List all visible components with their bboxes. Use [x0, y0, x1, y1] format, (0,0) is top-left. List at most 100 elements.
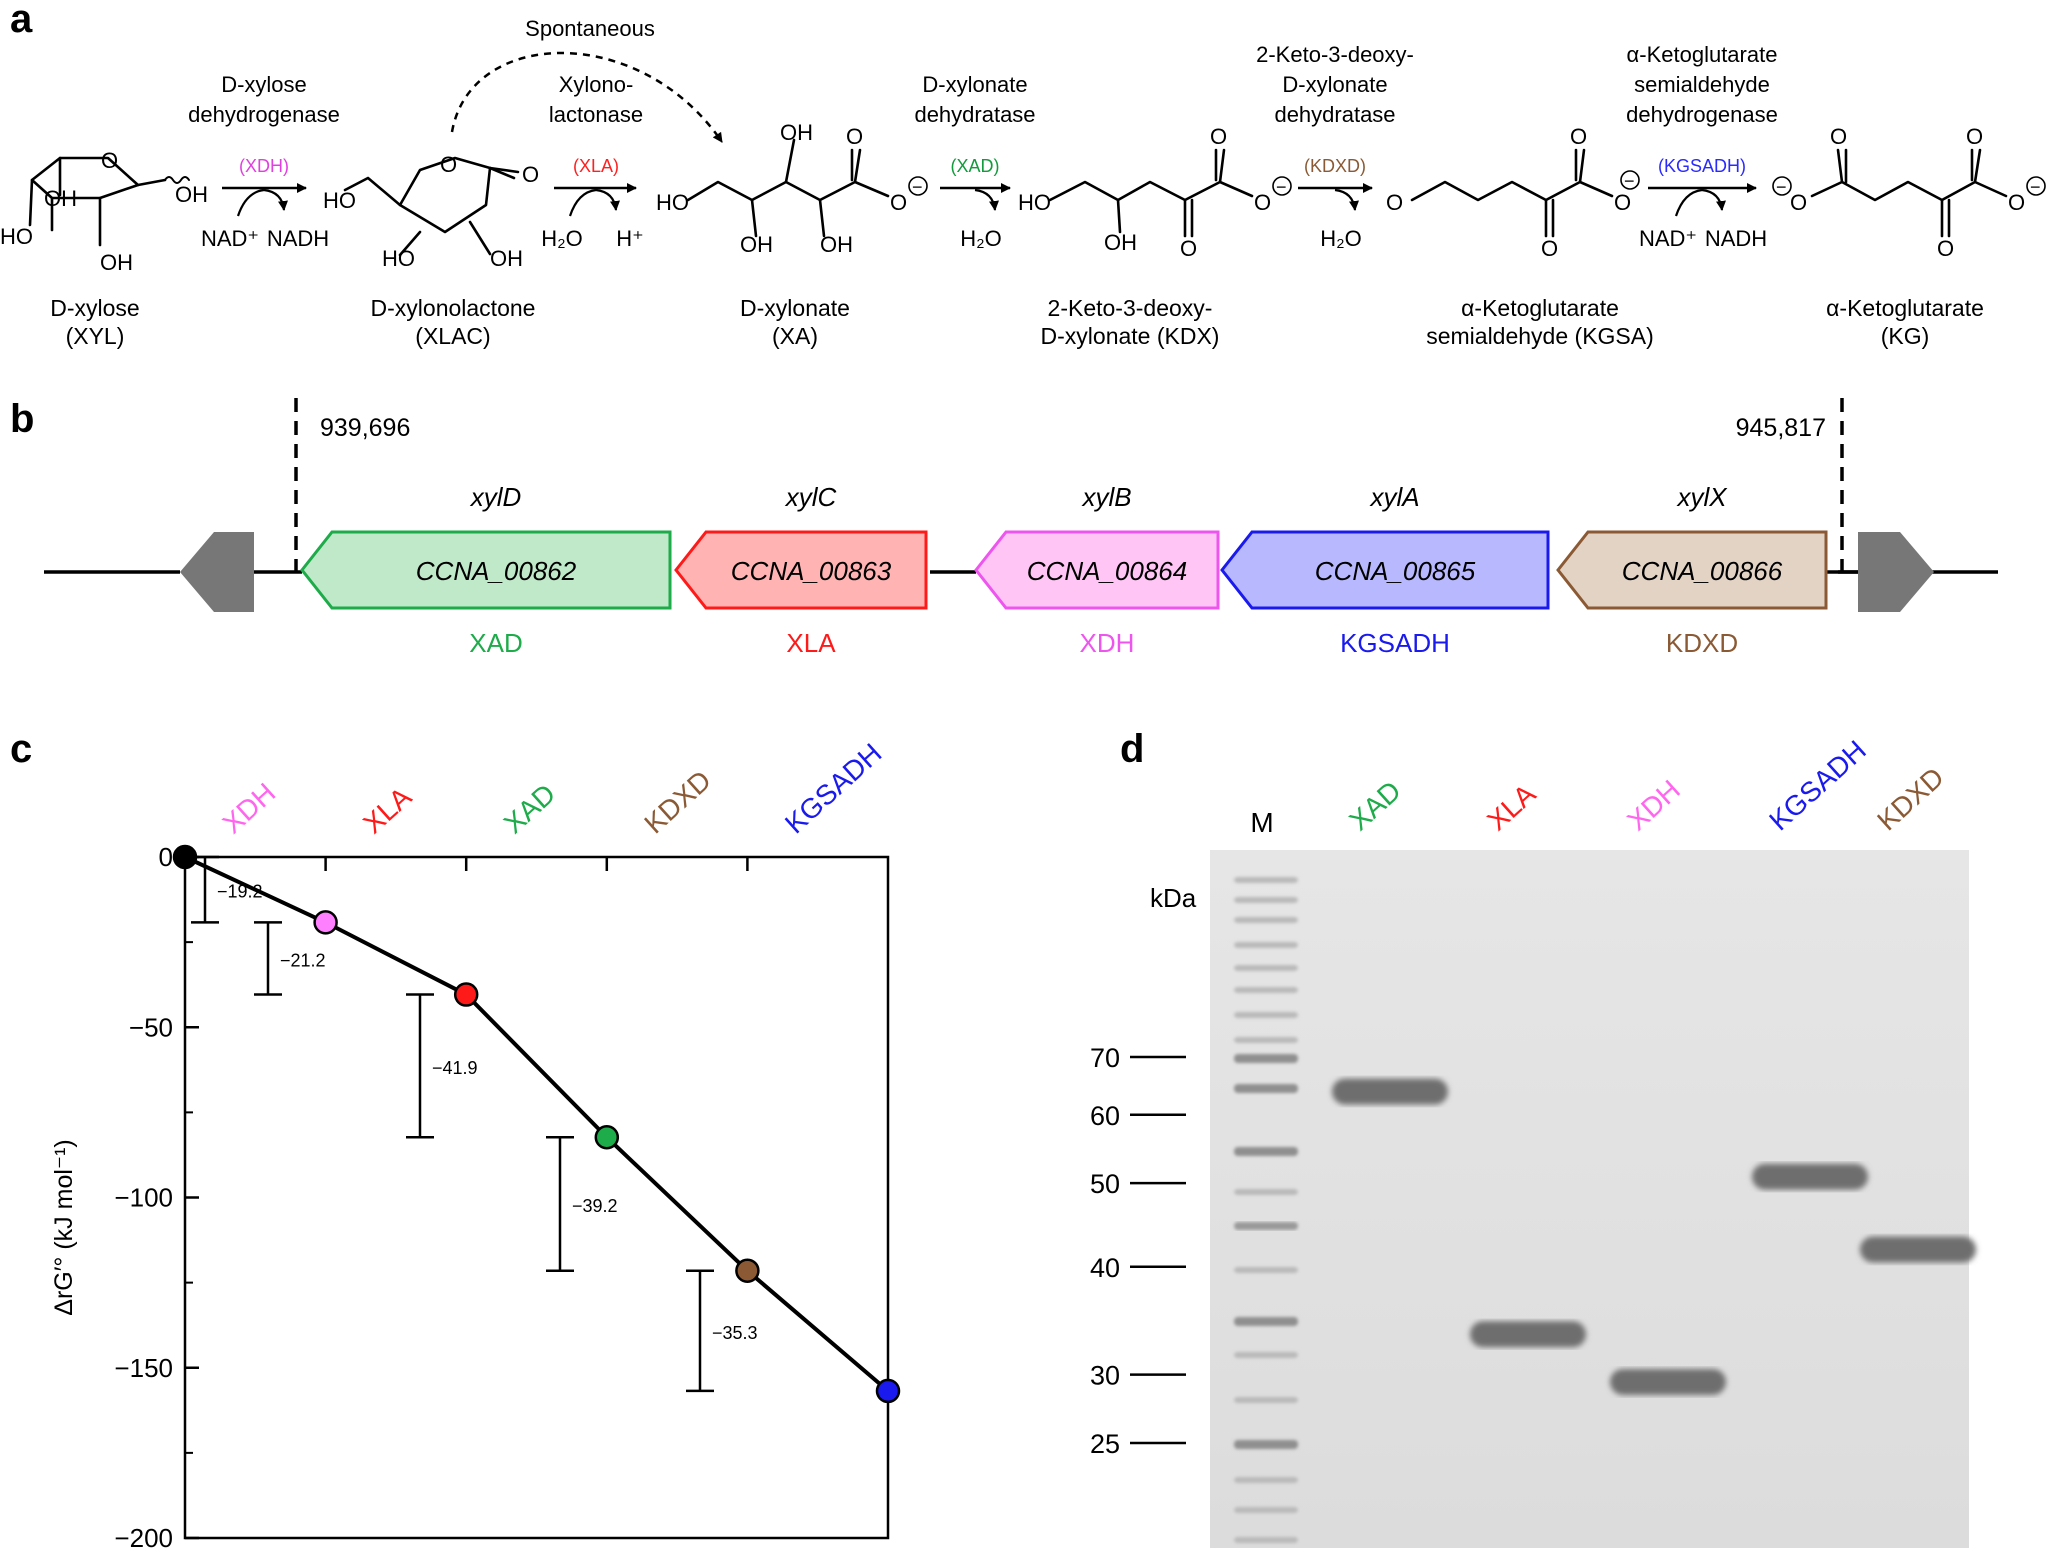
ladder-label: 50	[1090, 1169, 1120, 1199]
protein-band	[1470, 1321, 1586, 1348]
compound-abbr: (XLAC)	[415, 323, 490, 349]
compound-abbr: (XYL)	[66, 323, 125, 349]
gene-arrows: xylDCCNA_00862XADxylCCCNA_00863XLAxylBCC…	[300, 482, 1828, 658]
compound-name: D-xylose	[50, 295, 139, 321]
compound-name: D-xylonate	[740, 295, 850, 321]
svg-text:OH: OH	[175, 182, 208, 207]
panel-letter-c: c	[10, 727, 32, 771]
compound-abbr: (XA)	[772, 323, 818, 349]
gene-locus: CCNA_00865	[1315, 556, 1476, 586]
y-tick-label: −200	[114, 1523, 173, 1553]
step-label: XDH	[217, 777, 282, 840]
svg-text:OH: OH	[740, 232, 773, 257]
data-point	[453, 982, 479, 1007]
svg-text:−: −	[1624, 171, 1635, 191]
gene-enzyme: XLA	[786, 628, 836, 658]
compound-name: α-Ketoglutarate	[1826, 295, 1984, 321]
step-delta: −39.2	[546, 1135, 618, 1272]
protein-band	[1332, 1078, 1448, 1105]
gene-arrow	[300, 530, 672, 610]
gene-locus: CCNA_00862	[416, 556, 577, 586]
enzyme-name: dehydratase	[1274, 102, 1395, 127]
y-axis-label: ΔrG′° (kJ mol⁻¹)	[50, 1139, 78, 1316]
enzyme-name: dehydrogenase	[188, 102, 340, 127]
svg-text:OH: OH	[820, 232, 853, 257]
svg-text:O: O	[1541, 236, 1558, 261]
ladder-band	[1234, 877, 1298, 883]
svg-text:O: O	[1966, 124, 1983, 149]
ladder-band	[1234, 942, 1298, 948]
svg-text:O: O	[1790, 190, 1807, 215]
compound-abbr: D-xylonate (KDX)	[1041, 323, 1220, 349]
xylose-structure	[28, 156, 190, 247]
ladder-label: 40	[1090, 1253, 1120, 1283]
cofactor-out: H₂O	[1320, 226, 1362, 251]
ladder-band	[1234, 897, 1298, 903]
gene-arrow	[674, 530, 928, 610]
enzyme-step-4: 2-Keto-3-deoxy-D-xylonatedehydratase(KDX…	[1256, 42, 1414, 251]
svg-text:OH: OH	[780, 120, 813, 145]
svg-text:HO: HO	[323, 188, 356, 213]
step-delta: −41.9	[406, 993, 478, 1139]
svg-text:O: O	[1210, 124, 1227, 149]
kdx-structure	[1048, 148, 1254, 238]
ladder-band	[1234, 1222, 1298, 1230]
svg-text:−: −	[912, 177, 923, 197]
svg-text:O: O	[440, 152, 457, 177]
gene-locus: CCNA_00863	[731, 556, 892, 586]
cofactor-out: H₂O	[960, 226, 1002, 251]
compound-labels: D-xylose(XYL)D-xylonolactone(XLAC)D-xylo…	[50, 295, 1984, 349]
cofactor-out: NADH	[1705, 226, 1767, 251]
svg-text:OH: OH	[100, 250, 133, 275]
compound-name: α-Ketoglutarate	[1461, 295, 1619, 321]
svg-text:O: O	[1386, 190, 1403, 215]
kgsa-structure	[1410, 148, 1614, 238]
spontaneous-label: Spontaneous	[525, 16, 655, 41]
xylonolactone-structure	[343, 156, 520, 257]
gel-image	[1210, 850, 1969, 1548]
enzyme-name: Xylono-	[559, 72, 634, 97]
step-label: XAD	[498, 778, 562, 840]
svg-text:O: O	[846, 124, 863, 149]
ladder-label: 30	[1090, 1361, 1120, 1391]
svg-text:OH: OH	[1104, 230, 1137, 255]
ladder-band	[1234, 1054, 1298, 1063]
gene-enzyme: KGSADH	[1340, 628, 1450, 658]
panel-letter-a: a	[10, 0, 33, 41]
svg-text:−: −	[1776, 177, 1787, 197]
energy-line	[184, 855, 890, 1393]
gene-name: xylB	[1080, 482, 1131, 512]
enzyme-abbr: (KGSADH)	[1658, 156, 1746, 176]
step-label: XLA	[357, 781, 417, 840]
cofactor-in: NAD⁺	[1639, 226, 1697, 251]
ladder-band	[1234, 1317, 1298, 1326]
step-delta: −35.3	[686, 1269, 758, 1393]
flanking-gene-left	[180, 532, 254, 612]
xylose-O: O	[101, 148, 118, 173]
step-label: KDXD	[638, 764, 717, 839]
svg-text:−: −	[2030, 177, 2041, 197]
compound-name: 2-Keto-3-deoxy-	[1048, 295, 1213, 321]
svg-text:OH: OH	[490, 246, 523, 271]
svg-text:O: O	[890, 190, 907, 215]
ladder-band	[1234, 1397, 1298, 1403]
enzyme-name: dehydratase	[914, 102, 1035, 127]
step-delta-label: −39.2	[572, 1196, 618, 1216]
ladder-label: 60	[1090, 1101, 1120, 1131]
ladder-band	[1234, 1037, 1298, 1043]
data-point	[313, 910, 338, 935]
ladder-band	[1234, 1477, 1298, 1483]
ladder-band	[1234, 1267, 1298, 1273]
svg-text:HO: HO	[382, 246, 415, 271]
y-tick-label: −50	[129, 1012, 173, 1042]
svg-text:−: −	[1276, 177, 1287, 197]
enzyme-abbr: (KDXD)	[1304, 156, 1366, 176]
enzyme-name: D-xylonate	[922, 72, 1027, 97]
enzyme-name: lactonase	[549, 102, 643, 127]
